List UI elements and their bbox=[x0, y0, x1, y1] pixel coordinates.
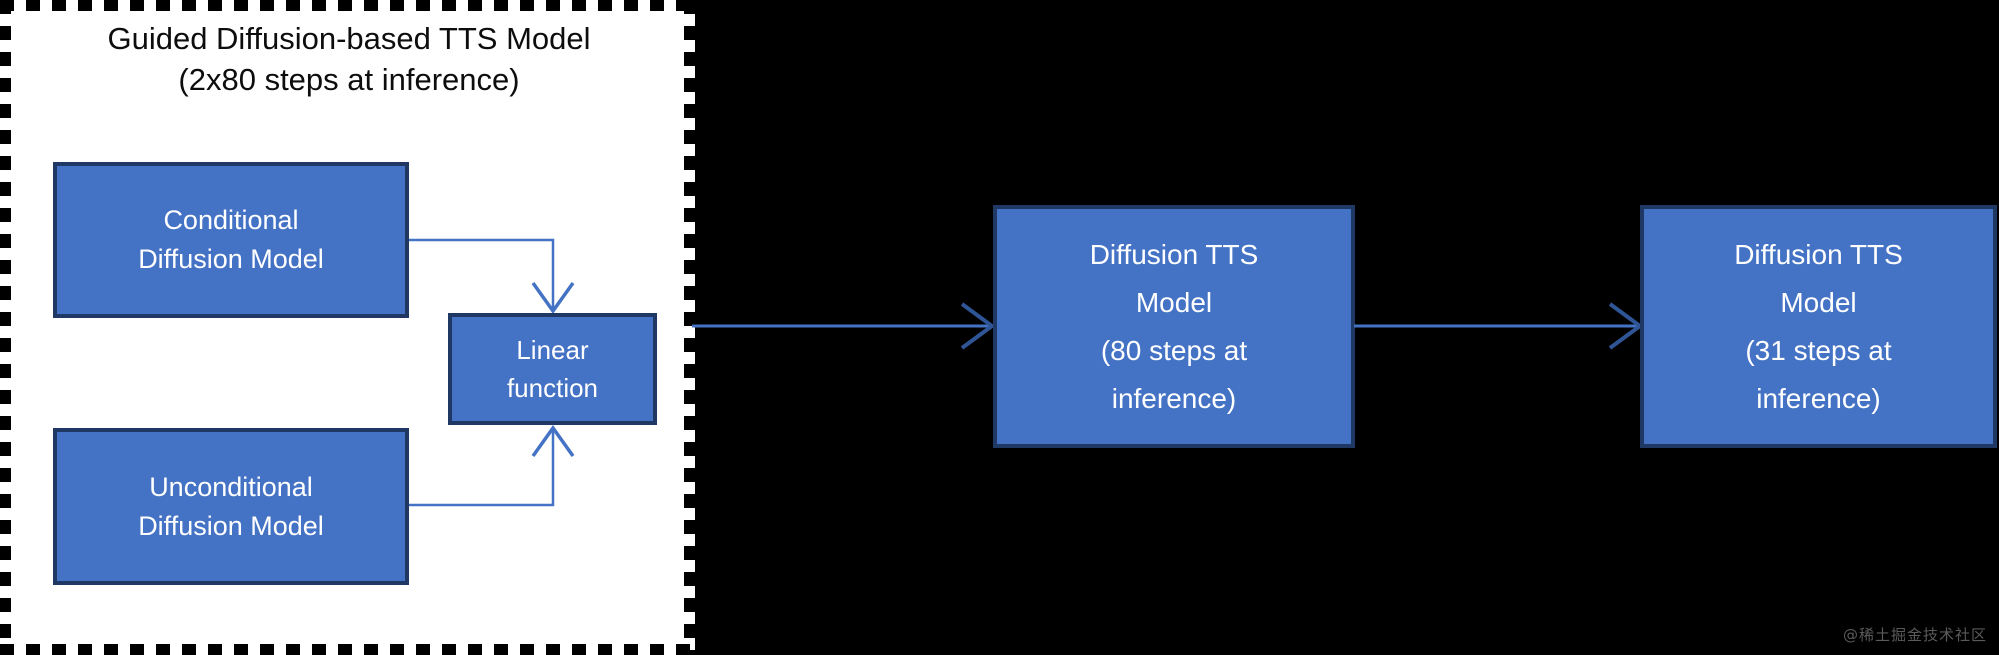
panel-title: Guided Diffusion-based TTS Model (2x80 s… bbox=[107, 21, 591, 97]
arrowhead-panel-to-tts-80 bbox=[960, 302, 996, 350]
box-linear-function[interactable]: Linear function bbox=[448, 313, 657, 425]
connector-tts-80-to-tts-31 bbox=[1354, 302, 1644, 350]
box-diffusion-tts-model-31-steps[interactable]: Diffusion TTS Model (31 steps at inferen… bbox=[1640, 205, 1997, 448]
box-diffusion-tts-model-80-steps[interactable]: Diffusion TTS Model (80 steps at inferen… bbox=[993, 205, 1355, 448]
panel-border-left bbox=[0, 0, 11, 655]
watermark-text: @稀土掘金技术社区 bbox=[1842, 626, 1987, 644]
panel-border-right bbox=[684, 0, 695, 655]
box-conditional-diffusion-model[interactable]: Conditional Diffusion Model bbox=[53, 162, 409, 318]
connector-panel-to-tts-80 bbox=[692, 302, 996, 350]
box-unconditional-diffusion-model[interactable]: Unconditional Diffusion Model bbox=[53, 428, 409, 585]
arrowhead-tts-80-to-tts-31 bbox=[1608, 302, 1644, 350]
panel-border-top bbox=[0, 0, 695, 11]
panel-border-bottom bbox=[0, 644, 695, 655]
